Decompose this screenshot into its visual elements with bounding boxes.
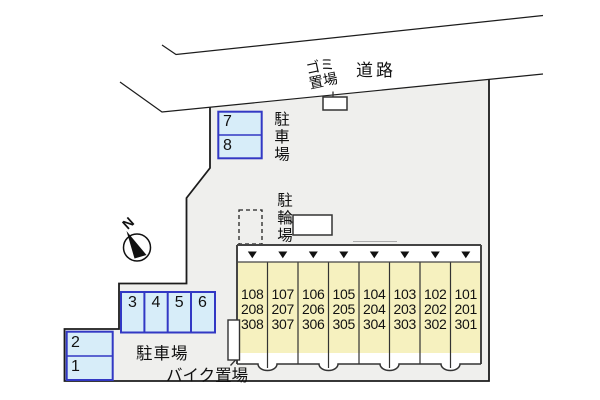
entrance-marker-icon xyxy=(430,251,440,259)
bicycle-area-label: 駐輪場 xyxy=(275,192,292,245)
unit-number: 204 xyxy=(363,301,386,318)
unit-column: 105 205 305 xyxy=(329,286,360,333)
parking-space-2: 2 xyxy=(71,334,80,351)
unit-number: 108 xyxy=(241,286,264,302)
unit-column: 103 203 303 xyxy=(390,286,421,333)
unit-number: 101 xyxy=(454,286,478,302)
building-walkway-strip xyxy=(237,245,481,262)
unit-number: 201 xyxy=(454,301,478,318)
unit-number: 202 xyxy=(424,301,447,318)
unit-number: 107 xyxy=(271,286,295,302)
entrance-marker-icon xyxy=(247,251,257,259)
unit-number: 304 xyxy=(363,316,386,333)
unit-number: 105 xyxy=(332,286,356,302)
parking-space-3: 3 xyxy=(128,294,137,311)
property-boundary xyxy=(63,79,490,382)
unit-number: 308 xyxy=(241,316,264,333)
unit-column: 101 201 301 xyxy=(451,286,482,333)
unit-number: 307 xyxy=(271,316,295,333)
parking-space-1: 1 xyxy=(71,358,80,375)
parking-space-6: 6 xyxy=(198,294,207,311)
parking-space-5: 5 xyxy=(174,294,184,311)
upper-parking-label: 駐車場 xyxy=(272,111,289,164)
unit-number: 208 xyxy=(241,301,264,318)
unit-number: 305 xyxy=(332,316,356,333)
parking-space-7: 7 xyxy=(223,113,232,130)
lower-parking-label: 駐車場 xyxy=(136,345,189,363)
entrance-marker-icon xyxy=(400,251,410,259)
compass-needle-icon xyxy=(126,231,147,259)
unit-number: 207 xyxy=(271,301,295,318)
unit-column: 104 204 304 xyxy=(359,286,390,333)
unit-number: 205 xyxy=(332,301,356,318)
garbage-box xyxy=(322,96,348,111)
unit-number: 206 xyxy=(302,301,325,318)
building-units-grid: 108 208 308 107 207 307 106 206 306 105 … xyxy=(237,286,482,333)
parking-space-4: 4 xyxy=(151,294,161,311)
unit-column: 107 207 307 xyxy=(268,286,299,333)
entrance-marker-icon xyxy=(461,251,471,259)
unit-number: 306 xyxy=(302,316,325,333)
parking-space-8: 8 xyxy=(223,137,232,154)
unit-number: 301 xyxy=(454,316,478,333)
unit-number: 302 xyxy=(424,316,447,333)
unit-number: 102 xyxy=(424,286,447,302)
unit-number: 103 xyxy=(393,286,417,302)
entrance-marker-icon xyxy=(339,251,349,259)
unit-number: 203 xyxy=(393,301,417,318)
motorcycle-area-label: バイク置場 xyxy=(166,367,249,385)
unit-column: 108 208 308 xyxy=(237,286,268,333)
unit-number: 106 xyxy=(302,286,325,302)
entrance-marker-icon xyxy=(278,251,288,259)
bicycle-shed xyxy=(292,214,333,236)
unit-number: 104 xyxy=(363,286,386,302)
entrance-marker-icon xyxy=(308,251,318,259)
road-edge-upper xyxy=(161,14,544,56)
unit-number: 303 xyxy=(393,316,417,333)
road-edge-lower xyxy=(119,73,544,113)
unit-column: 106 206 306 xyxy=(298,286,329,333)
road-label: 道路 xyxy=(356,61,396,80)
entrance-marker-icon xyxy=(369,251,379,259)
building-balcony-edge xyxy=(237,363,481,372)
motorcycle-shed xyxy=(227,319,241,361)
unit-column: 102 202 302 xyxy=(420,286,451,333)
